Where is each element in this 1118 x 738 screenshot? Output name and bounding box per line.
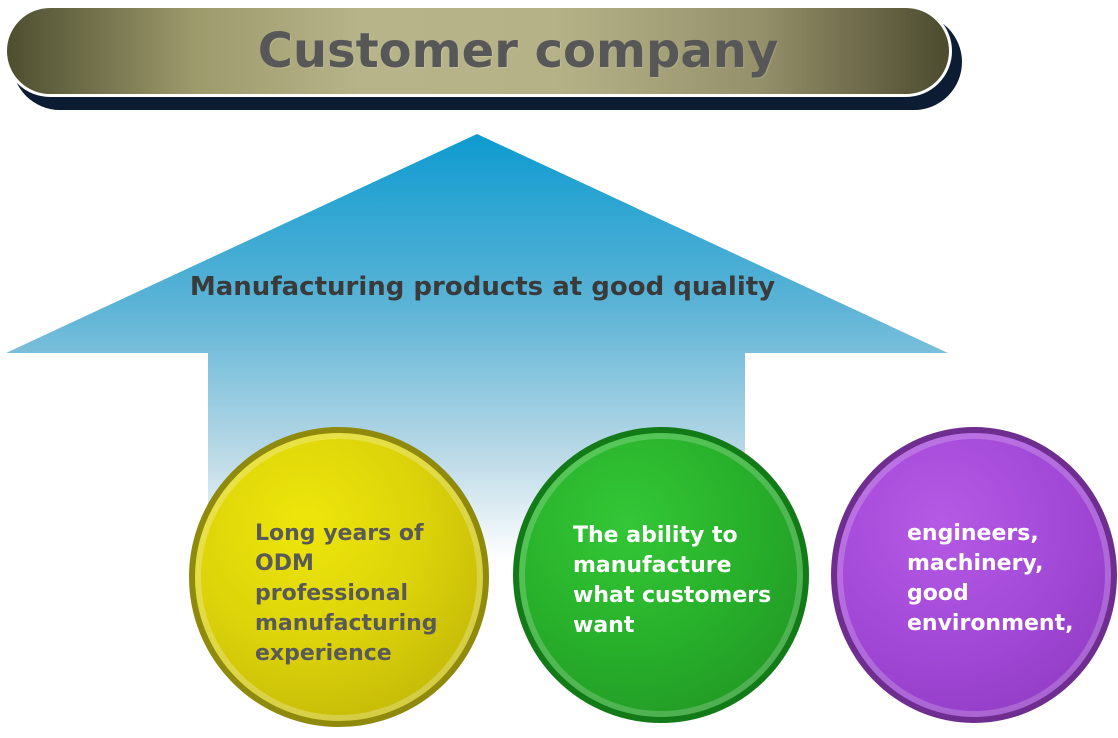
circle-line: manufacture — [573, 553, 732, 578]
circle-line: machinery, — [907, 551, 1044, 576]
circle-line: what customers — [573, 583, 772, 608]
circle-line: professional — [255, 581, 409, 606]
circle-line: manufacturing — [255, 611, 438, 636]
circle-engineers-environment: engineers, machinery, good environment, — [831, 427, 1117, 723]
circle-engineers-environment-text: engineers, machinery, good environment, — [907, 519, 1073, 639]
circle-odm-experience-text: Long years of ODM professional manufactu… — [255, 519, 438, 669]
circle-line: engineers, — [907, 521, 1039, 546]
circle-line: experience — [255, 641, 392, 666]
circle-odm-experience: Long years of ODM professional manufactu… — [189, 427, 489, 727]
banner-title: Customer company — [257, 23, 779, 79]
circle-line: want — [573, 613, 635, 638]
circle-line: ODM — [255, 551, 314, 576]
circle-line: The ability to — [573, 523, 738, 548]
circle-manufacture-ability: The ability to manufacture what customer… — [513, 427, 809, 723]
circle-line: good — [907, 581, 969, 606]
arrow-caption: Manufacturing products at good quality — [189, 272, 776, 302]
circle-manufacture-ability-text: The ability to manufacture what customer… — [573, 521, 771, 641]
customer-company-banner: Customer company — [4, 5, 952, 97]
circle-line: environment, — [907, 611, 1074, 636]
circle-line: Long years of — [255, 521, 424, 546]
